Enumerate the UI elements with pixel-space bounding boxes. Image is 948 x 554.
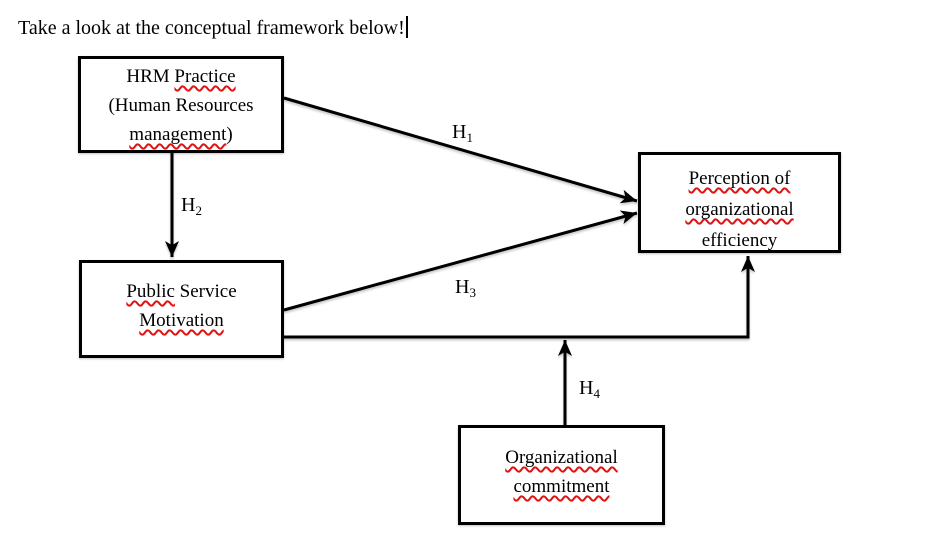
label-subscript: 3 (469, 285, 476, 300)
box-perception-of-organizational-efficiency[interactable]: Perception of organizational efficiency (638, 152, 841, 253)
box-text-line: HRM Practice (81, 62, 281, 91)
box-hrm-practice[interactable]: HRM Practice (Human Resources management… (78, 56, 284, 153)
intro-line[interactable]: Take a look at the conceptual framework … (18, 14, 408, 42)
text-segment: HRM (126, 66, 175, 87)
text-segment: efficiency (701, 230, 778, 251)
box-text-line: Perception of (641, 163, 838, 194)
hypothesis-label-h4[interactable]: H4 (579, 376, 600, 400)
label-subscript: 1 (466, 130, 473, 145)
misspelled-text-segment: Perception of (688, 168, 791, 189)
connector-h3-arrow[interactable] (283, 210, 638, 312)
label-base: H (579, 377, 594, 399)
connector-psm-to-perception-elbow[interactable] (284, 256, 755, 339)
misspelled-text-segment: organizational (685, 199, 794, 220)
hypothesis-label-h2[interactable]: H2 (181, 193, 202, 217)
box-text-line: organizational (641, 194, 838, 225)
misspelled-text-segment: Public (126, 281, 175, 302)
box-text-line: efficiency (641, 225, 838, 251)
misspelled-text-segment: Practice (174, 66, 236, 87)
text-segment: ) (226, 124, 233, 145)
text-segment: (Human Resources (108, 95, 254, 116)
box-text-line: Motivation (82, 306, 281, 335)
misspelled-text-segment: commitment (513, 476, 610, 497)
box-text-line: Public Service (82, 277, 281, 306)
box-text-line: Organizational (461, 443, 662, 472)
label-base: H (455, 276, 470, 298)
connector-h1-arrow[interactable] (283, 96, 638, 204)
hypothesis-label-h1[interactable]: H1 (452, 120, 473, 144)
misspelled-text-segment: Motivation (139, 310, 224, 331)
intro-text: Take a look at the conceptual framework … (18, 17, 405, 39)
misspelled-text-segment: management (129, 124, 227, 145)
label-subscript: 2 (195, 203, 202, 218)
box-public-service-motivation[interactable]: Public Service Motivation (79, 260, 284, 358)
misspelled-text-segment: Organizational (505, 447, 618, 468)
text-caret (405, 16, 408, 38)
label-subscript: 4 (593, 386, 600, 401)
box-organizational-commitment[interactable]: Organizational commitment (458, 425, 665, 525)
box-text-line: (Human Resources (81, 91, 281, 120)
text-segment: Service (174, 281, 237, 302)
label-base: H (181, 194, 196, 216)
hypothesis-label-h3[interactable]: H3 (455, 275, 476, 299)
box-text-line: commitment (461, 472, 662, 501)
box-text-line: management) (81, 120, 281, 149)
label-base: H (452, 121, 467, 143)
